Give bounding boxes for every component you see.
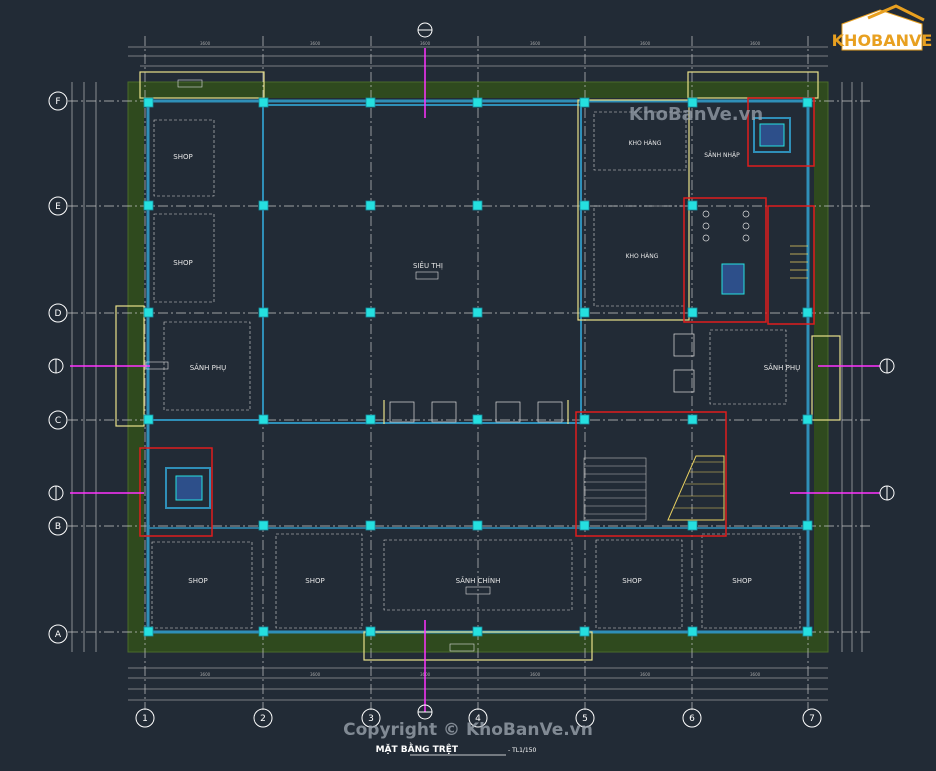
grid-label-col-4: 4 bbox=[475, 714, 481, 724]
brand-logo: KHOBANVE bbox=[832, 4, 933, 51]
highlight-zones bbox=[139, 97, 815, 537]
title-scale: - TL1/150 bbox=[508, 747, 537, 754]
section-marker-symbols bbox=[48, 22, 895, 720]
level-tags bbox=[145, 79, 491, 652]
room-label-shop-1: SHOP bbox=[173, 153, 192, 161]
room-label-shop-6: SHOP bbox=[732, 577, 751, 585]
svg-text:3600: 3600 bbox=[750, 41, 761, 46]
grid-label-row-c: C bbox=[55, 416, 61, 426]
svg-text:3600: 3600 bbox=[310, 41, 321, 46]
roof-icon bbox=[867, 4, 925, 22]
room-label-shop-5: SHOP bbox=[622, 577, 641, 585]
grid-label-row-f: F bbox=[55, 97, 60, 107]
room-label-sanh-chinh: SẢNH CHÍNH bbox=[456, 576, 501, 585]
column-bubbles bbox=[135, 708, 822, 728]
svg-text:3600: 3600 bbox=[640, 672, 651, 677]
grid-label-row-b: B bbox=[55, 522, 61, 532]
room-label-shop-3: SHOP bbox=[188, 577, 207, 585]
grid-label-col-6: 6 bbox=[689, 714, 695, 724]
watermark-top: KhoBanVe.vn bbox=[629, 104, 763, 125]
title-main: MẶT BẰNG TRỆT bbox=[376, 742, 459, 755]
room-outlines bbox=[151, 111, 801, 629]
room-label-kho-hang-1: KHO HÀNG bbox=[629, 140, 662, 147]
room-label-sanh-phu-left: SẢNH PHỤ bbox=[190, 363, 227, 372]
grid-label-col-5: 5 bbox=[582, 714, 588, 724]
grid-label-row-e: E bbox=[55, 202, 61, 212]
logo-text: KHOBANVE bbox=[832, 31, 933, 50]
section-markers bbox=[70, 48, 880, 712]
room-label-sanh-phu-right: SẢNH PHỤ bbox=[764, 363, 801, 372]
svg-text:3600: 3600 bbox=[750, 672, 761, 677]
grid-label-col-1: 1 bbox=[142, 714, 148, 724]
svg-text:3600: 3600 bbox=[530, 41, 541, 46]
room-label-sanh-nhap: SẢNH NHẬP bbox=[704, 151, 740, 159]
row-bubbles bbox=[48, 91, 68, 644]
svg-text:3600: 3600 bbox=[420, 41, 431, 46]
svg-text:3600: 3600 bbox=[200, 41, 211, 46]
room-label-shop-4: SHOP bbox=[305, 577, 324, 585]
svg-text:3600: 3600 bbox=[530, 672, 541, 677]
room-label-kho-hang-2: KHO HÀNG bbox=[626, 253, 659, 260]
svg-text:3600: 3600 bbox=[200, 672, 211, 677]
grid-label-col-7: 7 bbox=[809, 714, 815, 724]
grid-label-col-3: 3 bbox=[368, 714, 374, 724]
svg-text:3600: 3600 bbox=[310, 672, 321, 677]
grid-label-row-d: D bbox=[55, 309, 62, 319]
grid-label-row-a: A bbox=[55, 630, 62, 640]
room-label-sieu-thi: SIÊU THỊ bbox=[413, 261, 443, 270]
drawing-title: MẶT BẰNG TRỆT - TL1/150 bbox=[376, 742, 537, 756]
stair-blocks bbox=[165, 117, 808, 521]
grid-label-col-2: 2 bbox=[260, 714, 266, 724]
columns bbox=[143, 97, 813, 637]
svg-text:3600: 3600 bbox=[640, 41, 651, 46]
watermark-bottom: Copyright © KhoBanVe.vn bbox=[343, 720, 593, 740]
room-label-shop-2: SHOP bbox=[173, 259, 192, 267]
